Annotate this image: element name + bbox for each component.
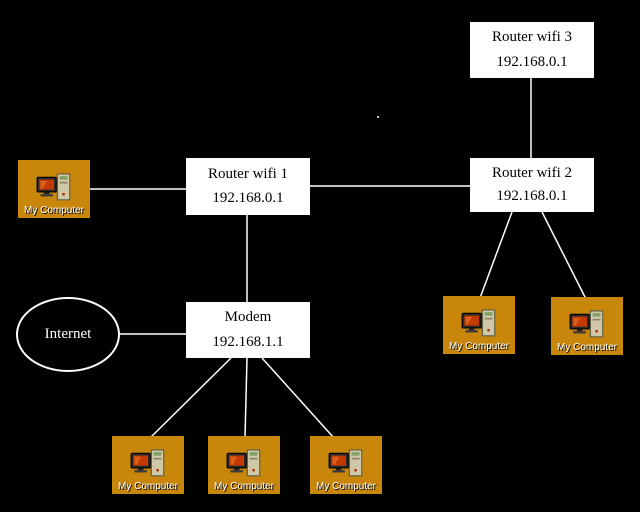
my-computer-icon — [461, 309, 496, 337]
computer-node-6[interactable]: My Computer — [310, 436, 382, 494]
node-internet[interactable]: Internet — [16, 297, 120, 372]
computer-node-3[interactable]: My Computer — [551, 297, 623, 355]
node-modem[interactable]: Modem 192.168.1.1 — [186, 302, 310, 358]
node-ip: 192.168.1.1 — [212, 333, 284, 350]
connector-modem-computer6 — [261, 357, 335, 439]
node-title: Modem — [224, 309, 272, 326]
connector-router2-computer2 — [479, 211, 513, 299]
computer-label: My Computer — [117, 481, 178, 492]
node-router-wifi-2[interactable]: Router wifi 2 192.168.0.1 — [470, 158, 594, 212]
my-computer-icon — [328, 449, 363, 477]
connector-router2-computer3 — [541, 211, 587, 300]
connector-modem-computer4 — [149, 357, 232, 439]
stray-dot — [377, 116, 379, 118]
computer-node-5[interactable]: My Computer — [208, 436, 280, 494]
my-computer-icon — [226, 449, 261, 477]
node-router-wifi-1[interactable]: Router wifi 1 192.168.0.1 — [186, 158, 310, 215]
computer-label: My Computer — [448, 341, 509, 352]
computer-label: My Computer — [315, 481, 376, 492]
connector-modem-computer5 — [244, 357, 248, 439]
node-ip: 192.168.0.1 — [496, 188, 568, 205]
node-ip: 192.168.0.1 — [496, 53, 568, 70]
node-title: Router wifi 1 — [208, 165, 288, 182]
computer-node-4[interactable]: My Computer — [112, 436, 184, 494]
my-computer-icon — [130, 449, 165, 477]
node-router-wifi-3[interactable]: Router wifi 3 192.168.0.1 — [470, 22, 594, 78]
computer-label: My Computer — [213, 481, 274, 492]
computer-node-1[interactable]: My Computer — [18, 160, 90, 218]
computer-label: My Computer — [556, 342, 617, 353]
node-title: Router wifi 3 — [492, 29, 572, 46]
my-computer-icon — [36, 173, 71, 201]
computer-label: My Computer — [23, 205, 84, 216]
node-ip: 192.168.0.1 — [212, 190, 284, 207]
node-title: Router wifi 2 — [492, 164, 572, 181]
computer-node-2[interactable]: My Computer — [443, 296, 515, 354]
my-computer-icon — [569, 310, 604, 338]
node-title: Internet — [44, 326, 92, 342]
